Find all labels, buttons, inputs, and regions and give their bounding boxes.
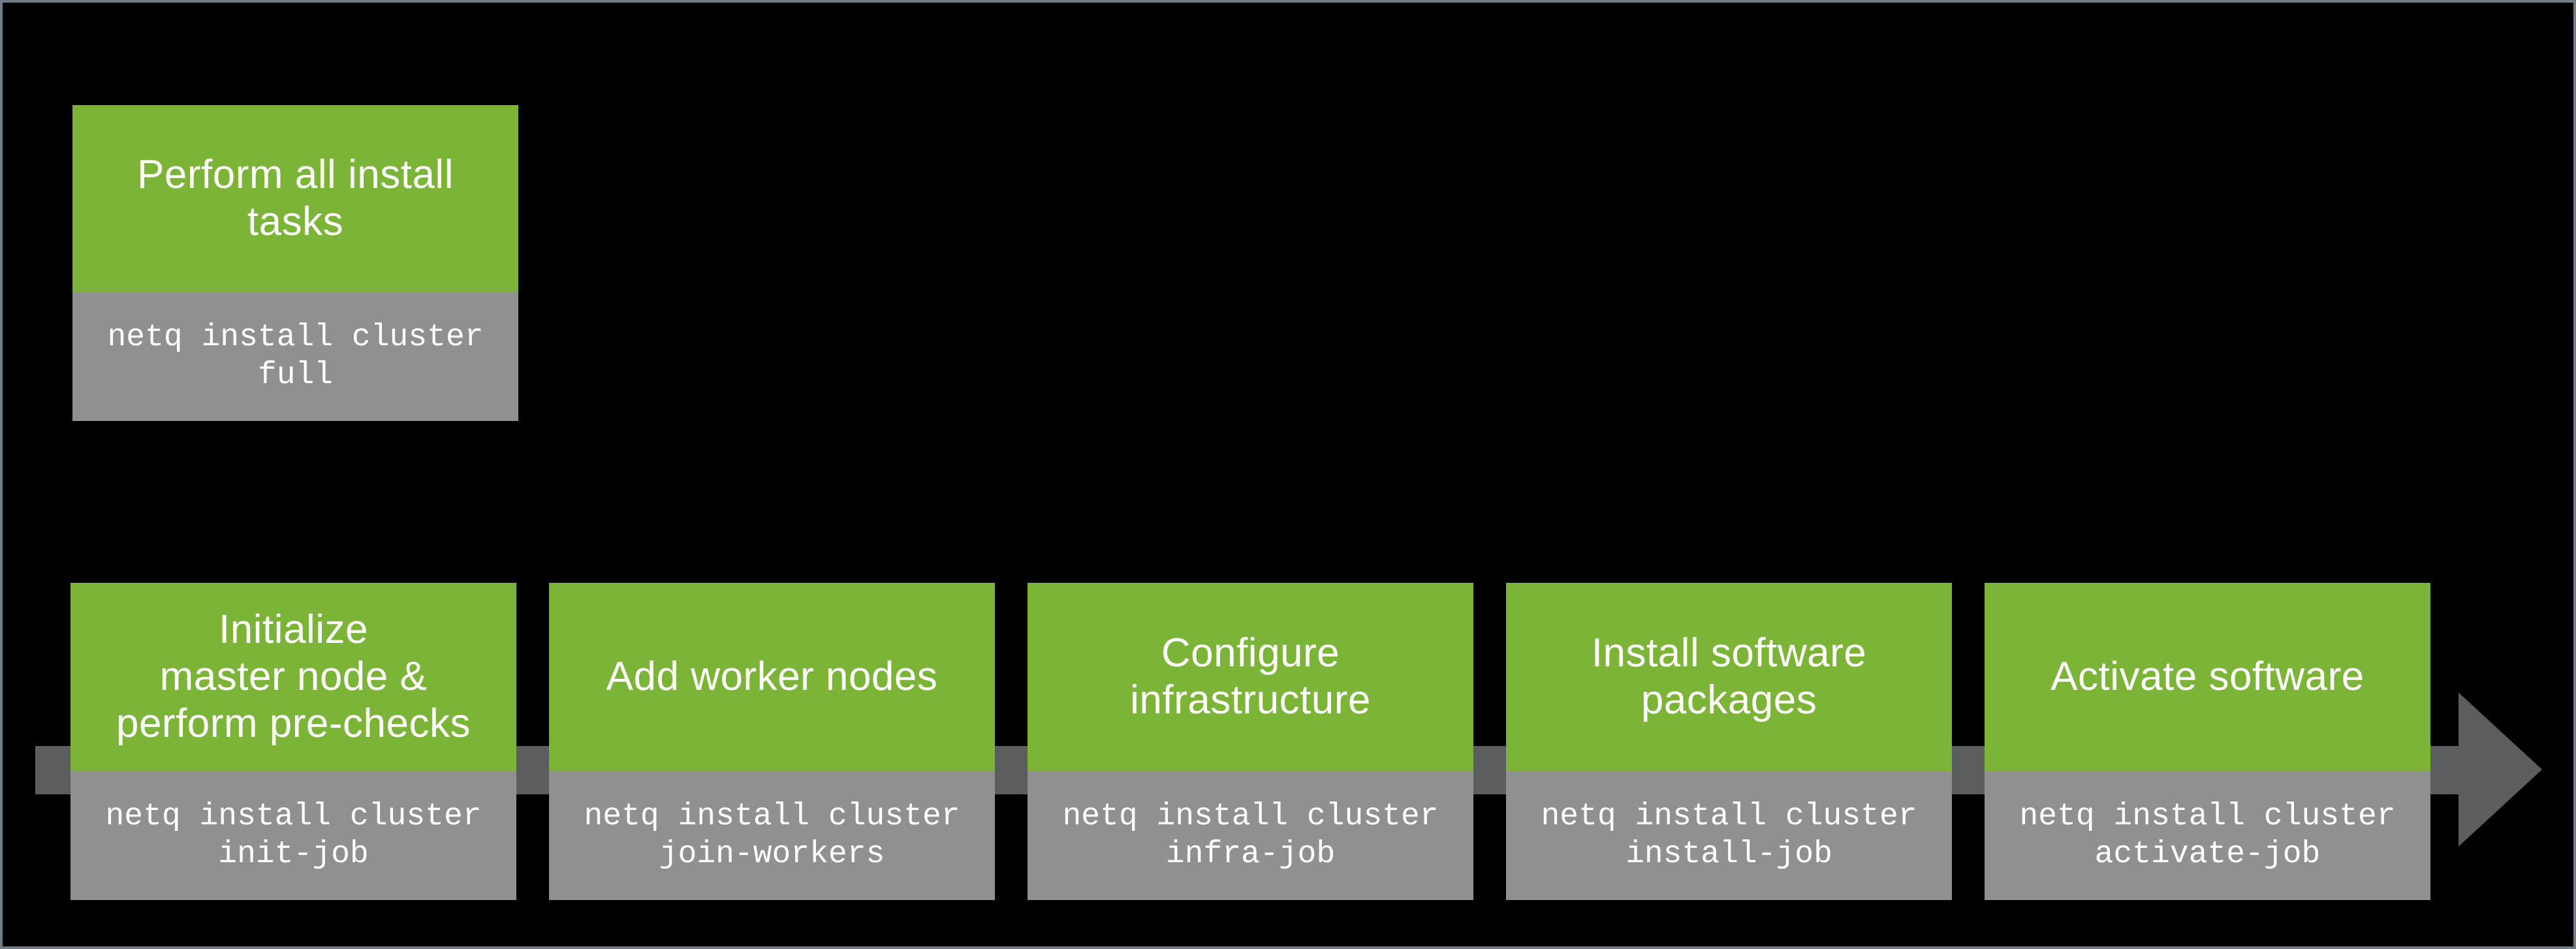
full-install-command-box: netq install cluster full bbox=[72, 292, 518, 421]
step-command-box: netq install cluster join-workers bbox=[549, 771, 995, 900]
step-activate-software-block: Activate software netq install cluster a… bbox=[1985, 583, 2430, 900]
step-command: netq install cluster install-job bbox=[1541, 799, 1917, 872]
step-title-box: Add worker nodes bbox=[549, 583, 995, 771]
full-install-block: Perform all install tasks netq install c… bbox=[72, 105, 518, 421]
step-configure-infra-block: Configure infrastructure netq install cl… bbox=[1028, 583, 1473, 900]
step-title-box: Initialize master node & perform pre-che… bbox=[71, 583, 516, 771]
flow-arrow-head-icon bbox=[2458, 692, 2542, 847]
step-command-box: netq install cluster infra-job bbox=[1028, 771, 1473, 900]
step-title: Add worker nodes bbox=[606, 654, 938, 699]
full-install-title: Perform all install tasks bbox=[137, 152, 454, 244]
step-command: netq install cluster init-job bbox=[105, 799, 482, 872]
step-title: Install software packages bbox=[1591, 630, 1867, 723]
full-install-title-box: Perform all install tasks bbox=[72, 105, 518, 292]
step-install-packages-block: Install software packages netq install c… bbox=[1506, 583, 1952, 900]
step-add-workers-block: Add worker nodes netq install cluster jo… bbox=[549, 583, 995, 900]
step-init-master-block: Initialize master node & perform pre-che… bbox=[71, 583, 516, 900]
step-command: netq install cluster join-workers bbox=[584, 799, 960, 872]
step-command: netq install cluster activate-job bbox=[2019, 799, 2396, 872]
step-command-box: netq install cluster activate-job bbox=[1985, 771, 2430, 900]
step-title-box: Install software packages bbox=[1506, 583, 1952, 771]
step-title-box: Configure infrastructure bbox=[1028, 583, 1473, 771]
step-command: netq install cluster infra-job bbox=[1062, 799, 1439, 872]
step-command-box: netq install cluster install-job bbox=[1506, 771, 1952, 900]
step-title: Configure infrastructure bbox=[1130, 630, 1371, 723]
full-install-command: netq install cluster full bbox=[107, 320, 484, 393]
step-title: Initialize master node & perform pre-che… bbox=[116, 607, 471, 746]
step-command-box: netq install cluster init-job bbox=[71, 771, 516, 900]
step-title-box: Activate software bbox=[1985, 583, 2430, 771]
step-title: Activate software bbox=[2050, 654, 2364, 699]
